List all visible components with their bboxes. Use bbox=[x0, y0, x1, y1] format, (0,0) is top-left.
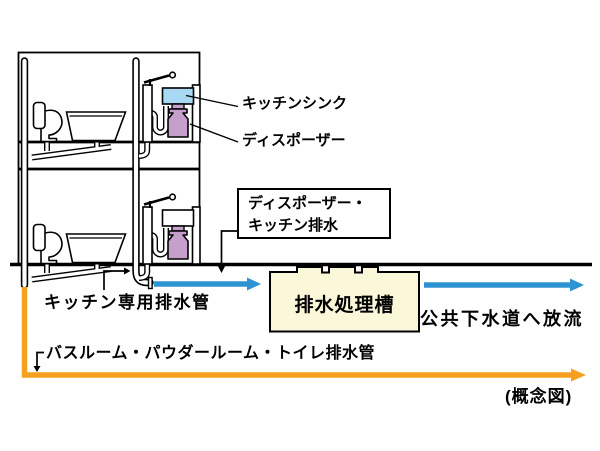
kitchen-sink-icon bbox=[142, 71, 201, 143]
drain-box-line2: キッチン排水 bbox=[248, 217, 339, 234]
bath-flow-arrow bbox=[21, 287, 586, 382]
bathtub-icon bbox=[65, 233, 127, 264]
kitchen-sink-leader bbox=[185, 94, 239, 108]
disposer-kitchen-drain-box: ディスポーザー・ キッチン排水 bbox=[237, 188, 391, 239]
treatment-tank bbox=[269, 266, 420, 333]
public-sewer-label: 公共下水道へ放流 bbox=[420, 309, 584, 329]
stack-outlet-flange bbox=[147, 276, 153, 290]
toilet-icon bbox=[32, 101, 63, 143]
kitchen-sink-label: キッチンシンク bbox=[242, 95, 348, 112]
faucet-icon bbox=[143, 71, 177, 86]
drain-box-line1: ディスポーザー・ bbox=[248, 195, 367, 212]
ground-floor-fixtures bbox=[32, 193, 201, 281]
treatment-tank-label: 排水処理槽 bbox=[294, 295, 395, 316]
disposer-label: ディスポーザー bbox=[242, 132, 346, 149]
disposer-icon bbox=[167, 225, 189, 260]
disposer-leader bbox=[189, 123, 239, 143]
sewer-flow-arrow bbox=[424, 278, 584, 292]
faucet-icon bbox=[143, 193, 177, 208]
bath-drain-pipe-label: バスルーム・パウダールーム・トイレ排水管 bbox=[46, 345, 376, 362]
toilet-icon bbox=[32, 223, 63, 265]
bath-pipe-pointer-arrow bbox=[33, 351, 44, 372]
disposer-icon bbox=[167, 103, 189, 138]
underfloor-pipes-upper bbox=[31, 142, 112, 161]
kitchen-sink-icon bbox=[142, 193, 201, 265]
caption: (概念図) bbox=[505, 387, 573, 406]
kitchen-flow-arrow bbox=[154, 277, 261, 291]
kitchen-pipe-pointer-arrow bbox=[103, 267, 131, 290]
kitchen-drain-pipe-label: キッチン専用排水管 bbox=[44, 293, 211, 312]
bathtub-icon bbox=[65, 111, 127, 142]
kitchen-drain-stack bbox=[132, 57, 154, 290]
underfloor-pipes-ground bbox=[31, 264, 112, 283]
upper-floor-fixtures bbox=[32, 71, 201, 159]
drain-box-leader-arrow bbox=[216, 230, 237, 273]
